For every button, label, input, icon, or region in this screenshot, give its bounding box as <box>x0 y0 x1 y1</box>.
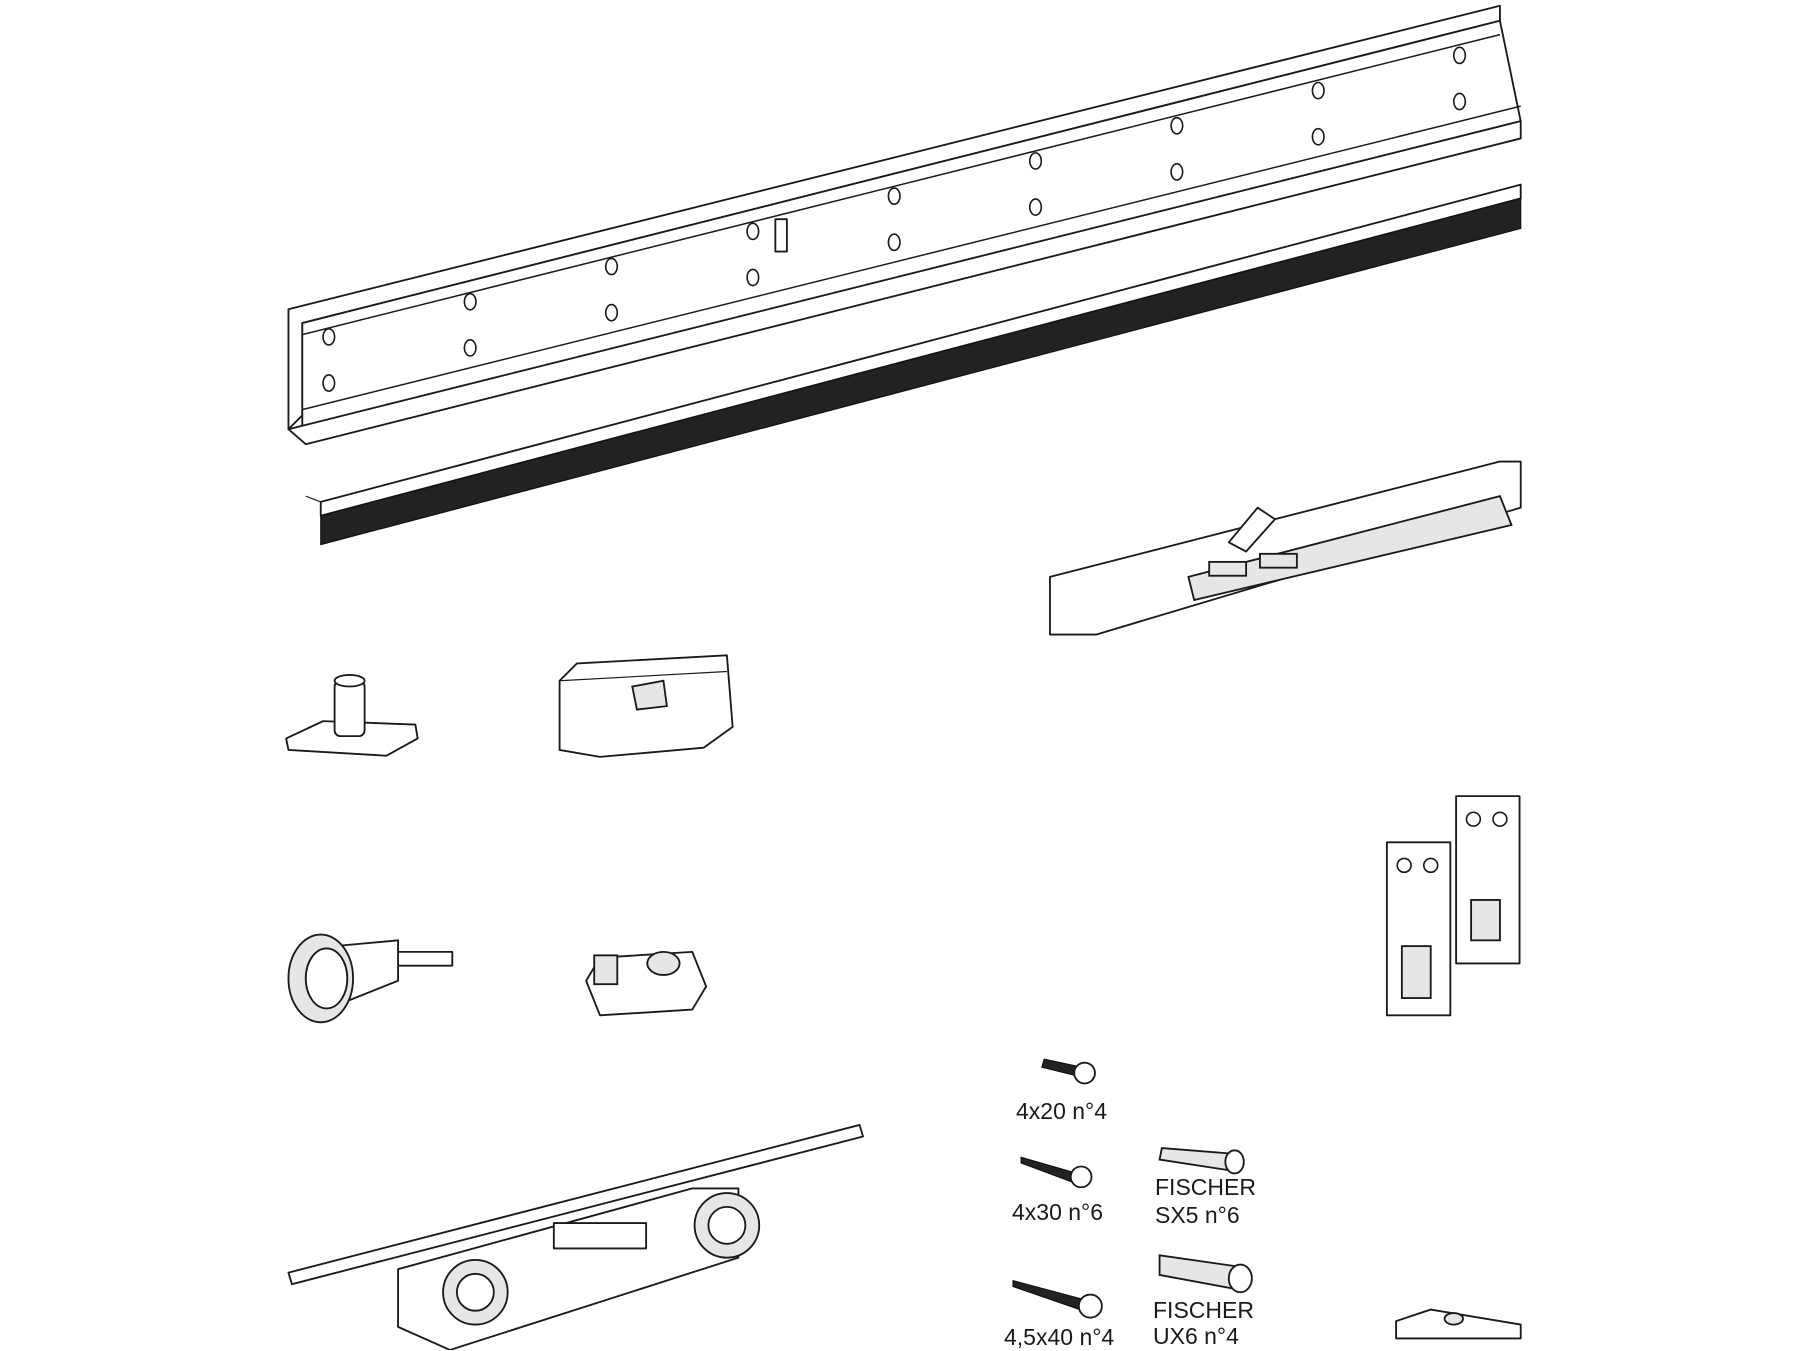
rail-hole <box>1452 46 1467 65</box>
door-stopper-block <box>558 654 734 758</box>
rail-hole <box>1028 152 1043 170</box>
screw-4-5x40 <box>1012 1279 1103 1319</box>
brush-strip <box>305 183 1522 546</box>
label-sx5-qty: SX5 n°6 <box>1155 1202 1240 1228</box>
rail-hole <box>887 187 901 206</box>
label-screw-4-5x40: 4,5x40 n°4 <box>1004 1324 1115 1350</box>
rail-hole <box>887 233 901 252</box>
guide-wheel <box>287 933 454 1024</box>
rail-hole <box>746 222 760 241</box>
screw-4x20 <box>1041 1058 1096 1085</box>
rail-hole <box>604 257 619 276</box>
floor-guide-pin <box>285 674 419 757</box>
rail-hole <box>1170 116 1184 135</box>
rail-hole <box>1311 81 1325 100</box>
soft-close-mechanism <box>1049 460 1522 636</box>
rail-hole <box>604 303 619 322</box>
floor-guide <box>585 950 708 1017</box>
top-rail <box>287 4 1522 446</box>
label-ux6-brand: FISCHER <box>1153 1297 1254 1323</box>
rail-hole <box>1452 92 1467 111</box>
plug-fischer-sx5 <box>1158 1147 1245 1175</box>
label-ux6-qty: UX6 n°4 <box>1153 1323 1239 1349</box>
plug-fischer-ux6 <box>1158 1254 1253 1294</box>
rail-hole <box>1170 163 1184 181</box>
label-screw-4x20: 4x20 n°4 <box>1016 1098 1108 1124</box>
rail-hole <box>746 268 760 287</box>
rail-hole <box>1028 198 1043 216</box>
roller-trolley <box>287 1124 864 1350</box>
rail-hole <box>463 338 477 357</box>
label-screw-4x30: 4x30 n°6 <box>1012 1199 1104 1225</box>
screw-4x30 <box>1020 1156 1093 1189</box>
rail-hole <box>463 292 477 311</box>
rail-hole <box>1311 127 1325 146</box>
wall-brackets <box>1385 795 1521 1017</box>
rail-hole <box>322 374 336 392</box>
label-sx5-brand: FISCHER <box>1155 1174 1256 1200</box>
rail-hole <box>322 328 336 346</box>
end-stop-clip <box>1395 1308 1522 1340</box>
